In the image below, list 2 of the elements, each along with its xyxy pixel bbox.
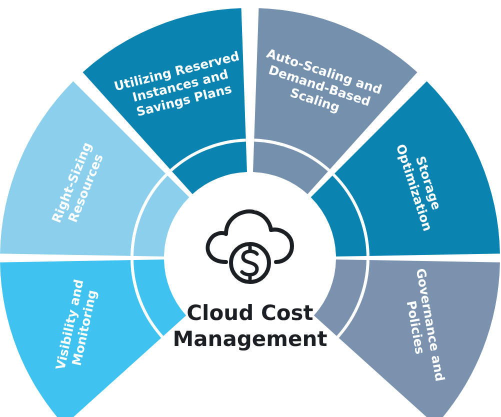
center-title: Cloud Cost Management (172, 300, 328, 352)
segment-label: Governance and Policies (402, 266, 448, 384)
